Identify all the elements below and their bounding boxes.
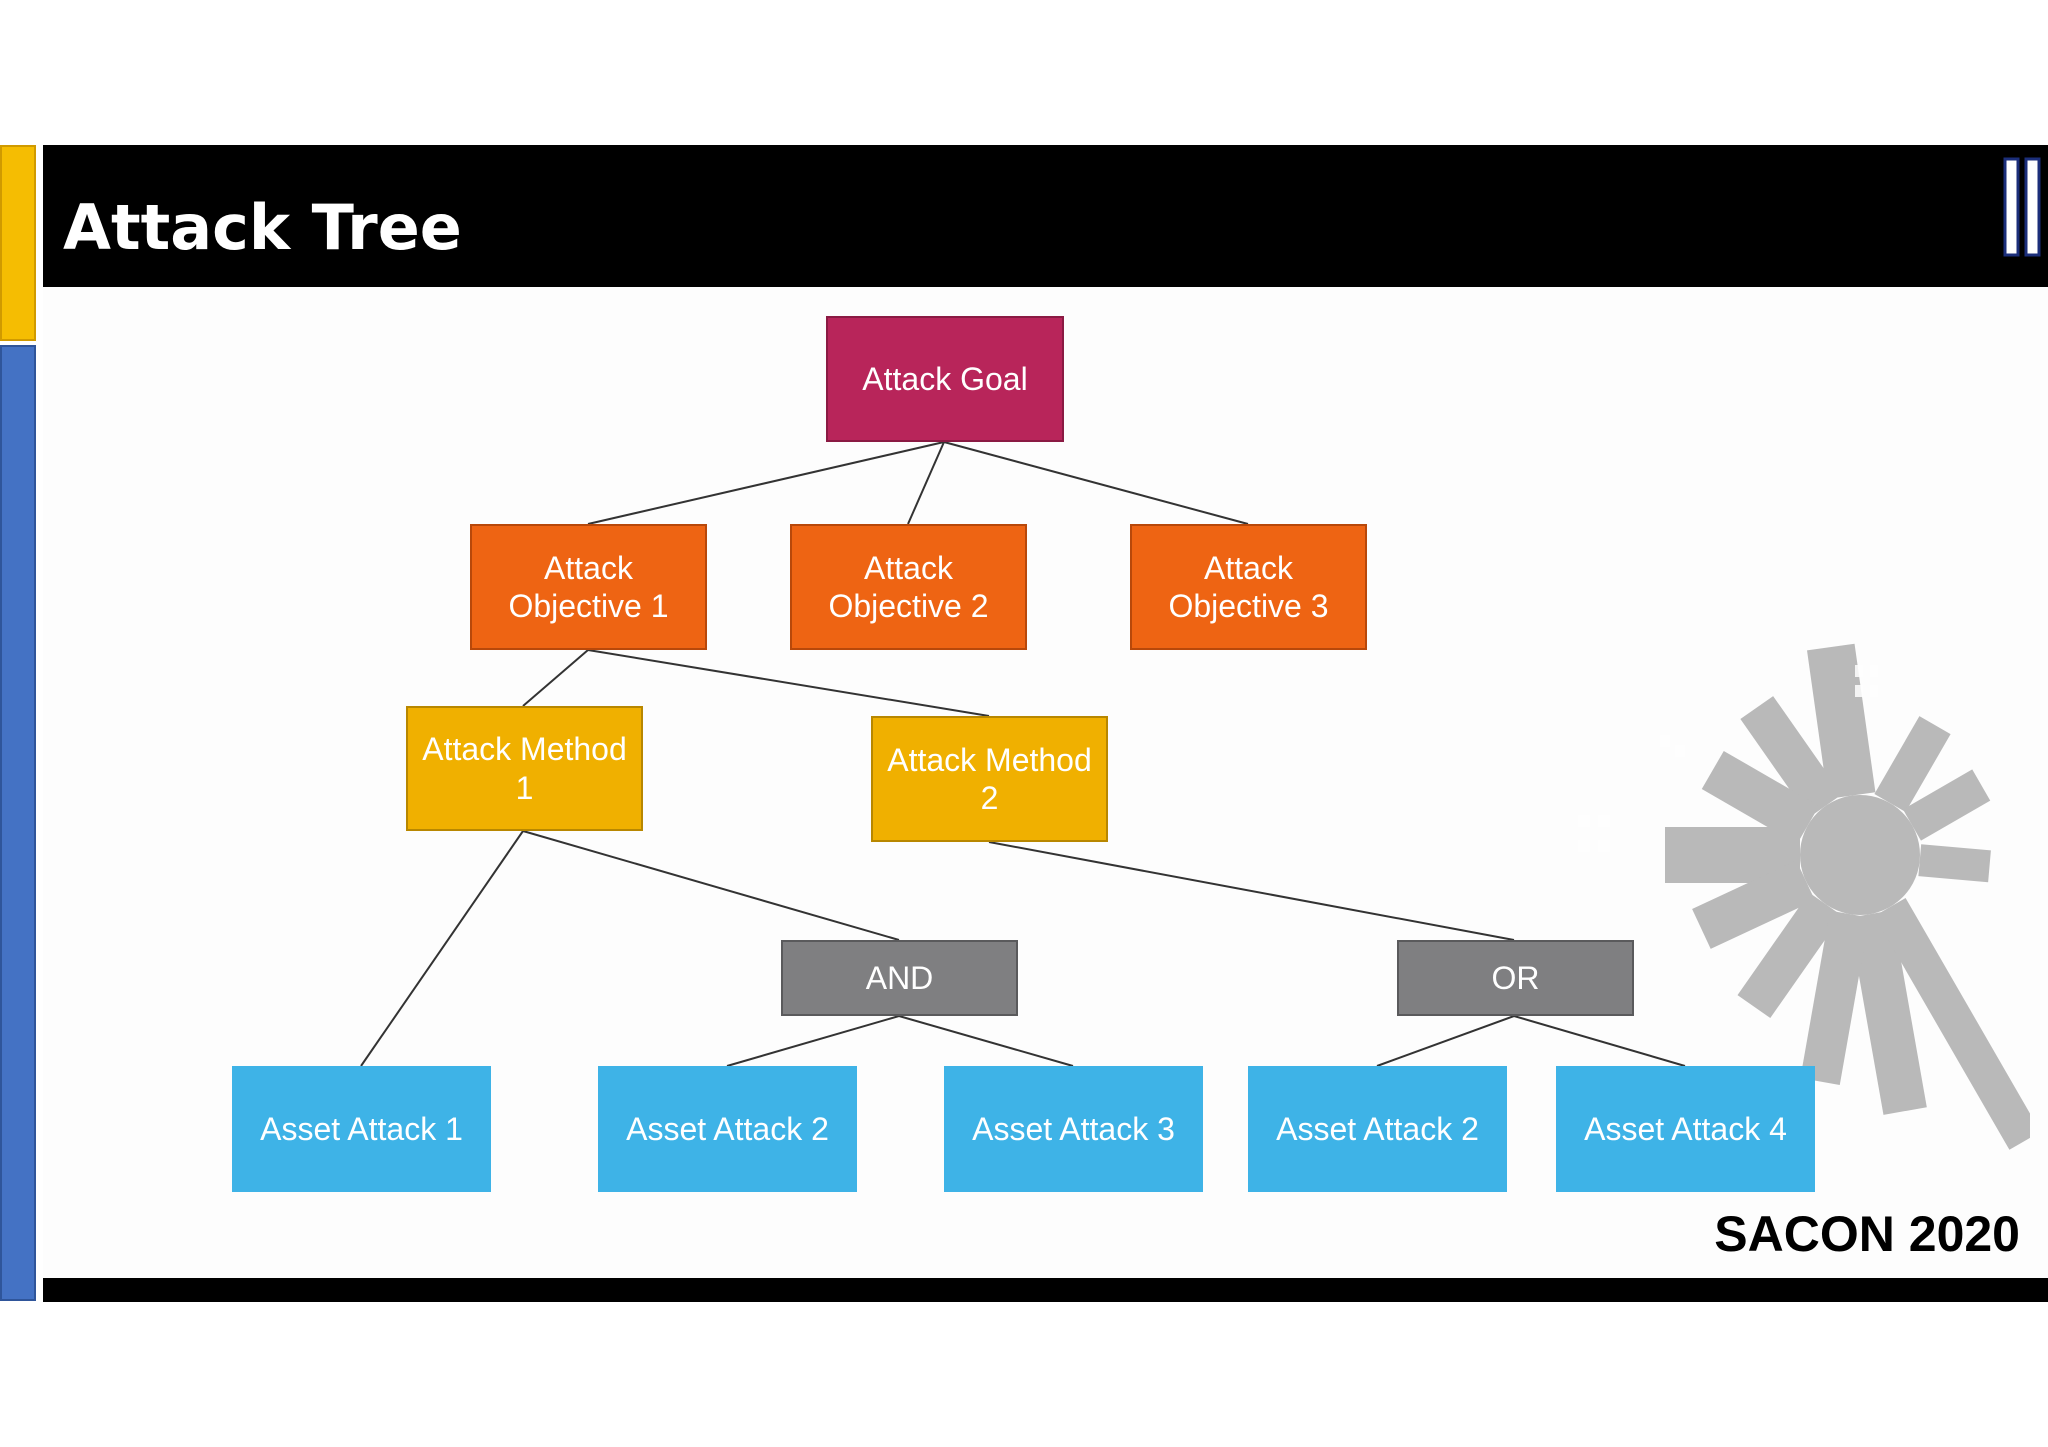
city-skyline-logo xyxy=(1578,643,2030,1150)
asset-attack-4-node: Asset Attack 4 xyxy=(1556,1066,1815,1192)
and-gate-node: AND xyxy=(781,940,1018,1016)
page-title: Attack Tree xyxy=(63,191,462,264)
or-gate-node: OR xyxy=(1397,940,1634,1016)
attack-objective-3-node: Attack Objective 3 xyxy=(1130,524,1367,650)
attack-method-1-node: Attack Method 1 xyxy=(406,706,643,831)
accent-bar-blue xyxy=(0,345,36,1301)
pause-icon[interactable] xyxy=(2002,157,2042,257)
asset-attack-2b-node: Asset Attack 2 xyxy=(1248,1066,1507,1192)
footer-bar xyxy=(43,1278,2048,1302)
sacon-logo-text: SACON 2020 xyxy=(1714,1206,2020,1262)
attack-method-2-node: Attack Method 2 xyxy=(871,716,1108,842)
attack-goal-node: Attack Goal xyxy=(826,316,1064,442)
attack-objective-1-node: Attack Objective 1 xyxy=(470,524,707,650)
asset-attack-2-node: Asset Attack 2 xyxy=(598,1066,857,1192)
attack-objective-2-node: Attack Objective 2 xyxy=(790,524,1027,650)
title-bar: Attack Tree xyxy=(43,145,2048,287)
accent-bar-yellow xyxy=(0,145,36,341)
asset-attack-1-node: Asset Attack 1 xyxy=(232,1066,491,1192)
asset-attack-3-node: Asset Attack 3 xyxy=(944,1066,1203,1192)
